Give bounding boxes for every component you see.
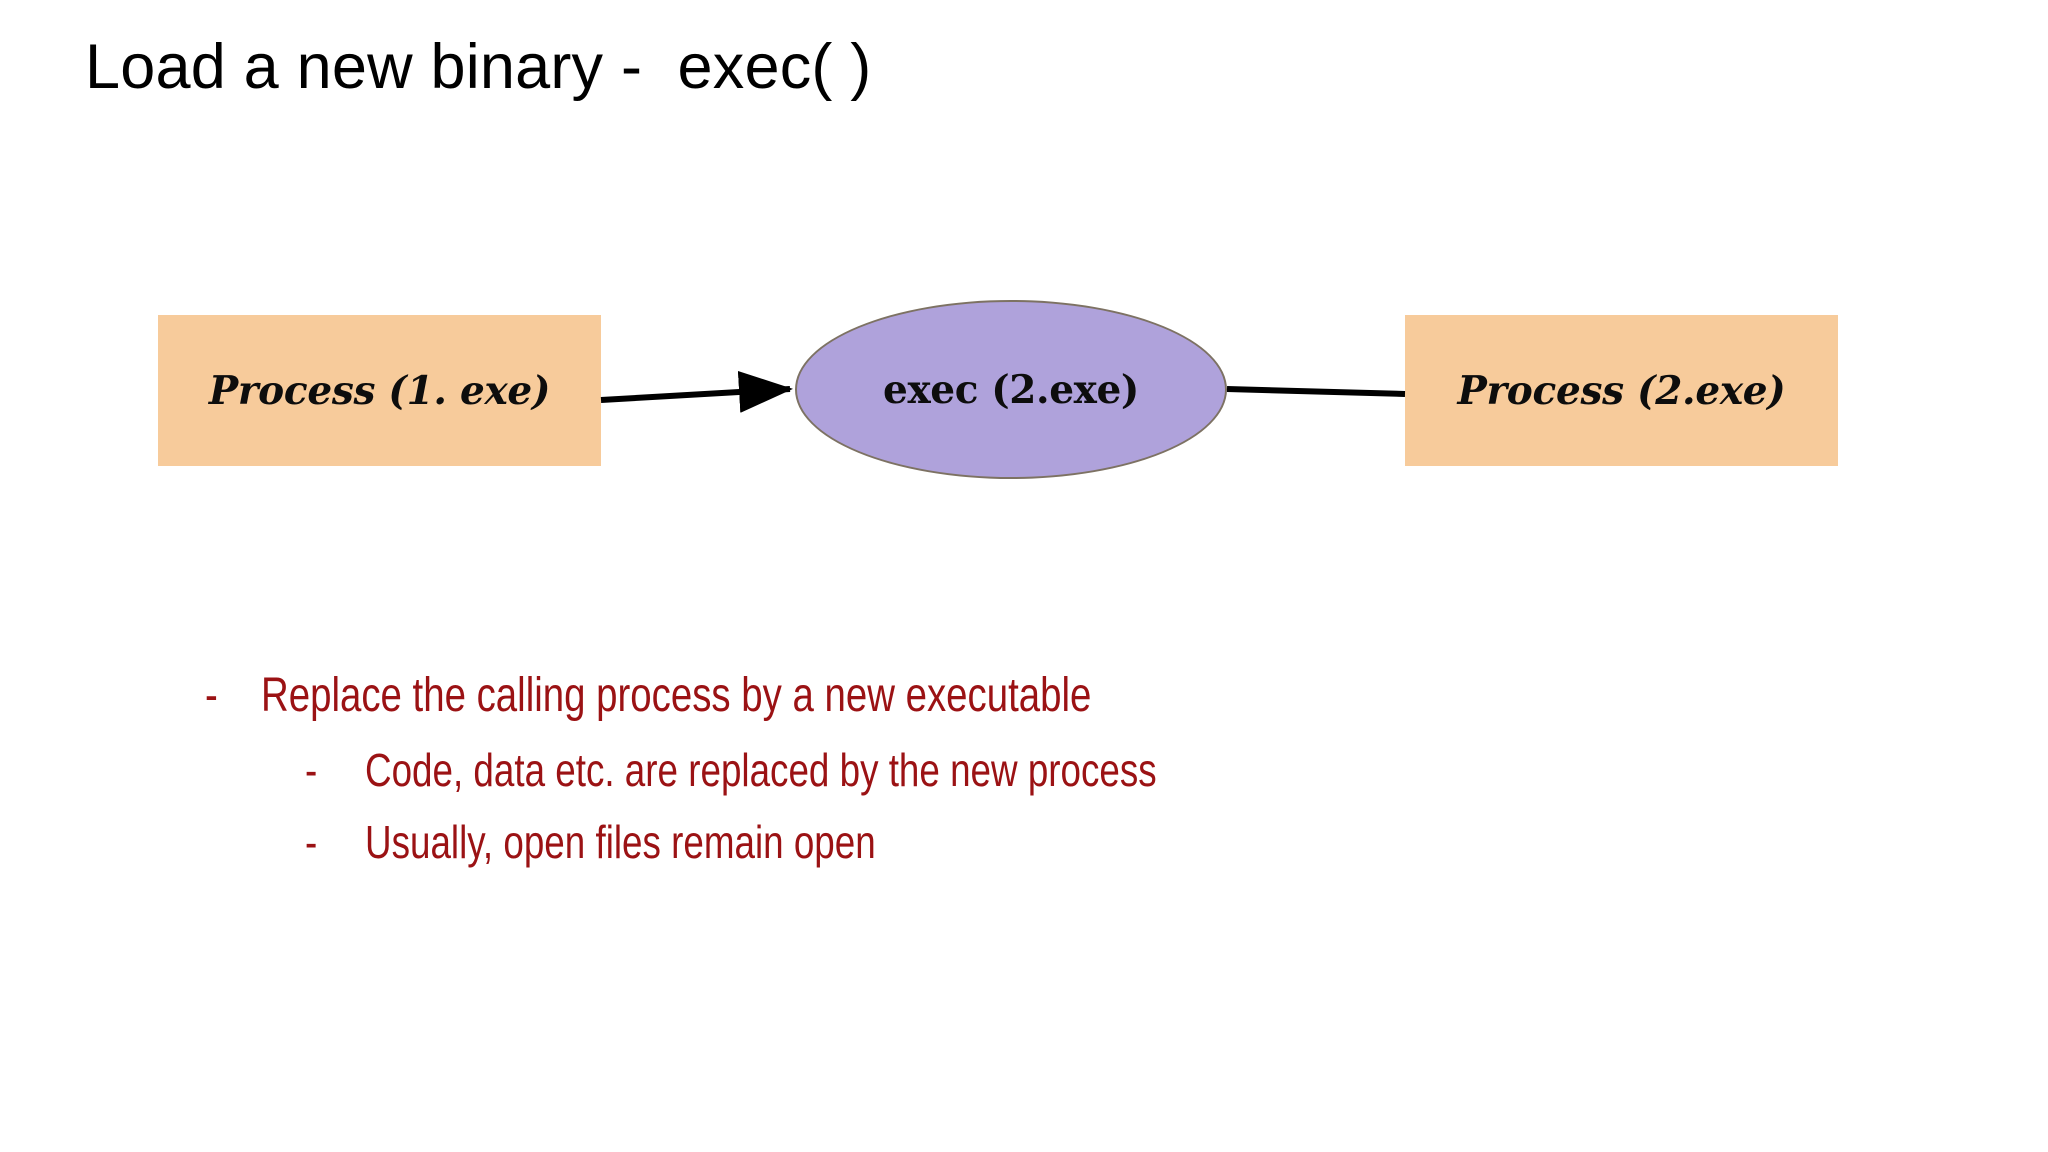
diagram-node-process-2: Process (2.exe)	[1405, 315, 1838, 466]
bullet-marker-icon: -	[205, 669, 218, 722]
bullet-marker-icon: -	[305, 816, 318, 868]
diagram-node-exec-call: exec (2.exe)	[795, 300, 1227, 479]
bullet-item-1: - Replace the calling process by a new e…	[0, 672, 2048, 720]
diagram-node-process-2-label: Process (2.exe)	[1457, 367, 1786, 414]
diagram-node-process-1-label: Process (1. exe)	[208, 367, 551, 414]
bullet-item-1-text: Replace the calling process by a new exe…	[261, 669, 1092, 722]
bullet-item-2: - Code, data etc. are replaced by the ne…	[0, 747, 2048, 793]
bullet-item-3-text: Usually, open files remain open	[365, 816, 876, 868]
bullet-item-3: - Usually, open files remain open	[0, 819, 2048, 865]
bullet-item-2-text: Code, data etc. are replaced by the new …	[365, 744, 1157, 796]
diagram-node-process-1: Process (1. exe)	[158, 315, 601, 466]
line-exec-to-process2	[1226, 386, 1406, 397]
page-title: Load a new binary - exec( )	[85, 32, 872, 102]
bullet-marker-icon: -	[305, 744, 318, 796]
bullet-list: - Replace the calling process by a new e…	[0, 672, 2048, 891]
diagram-node-exec-call-label: exec (2.exe)	[883, 366, 1139, 413]
arrow-process1-to-exec	[600, 370, 793, 413]
